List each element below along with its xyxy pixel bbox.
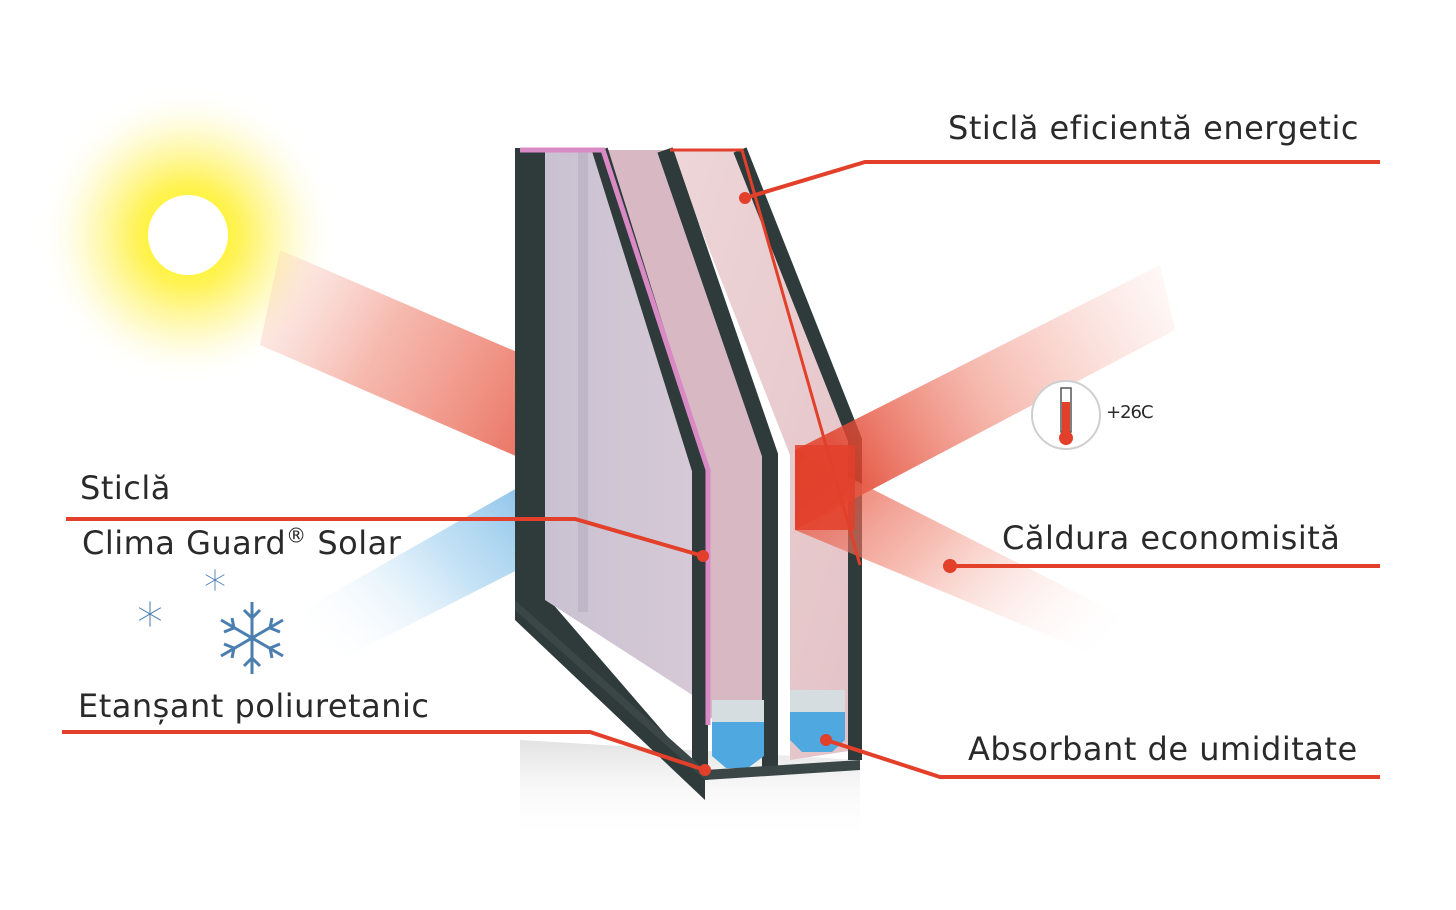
temperature-value: +26C bbox=[1106, 402, 1154, 423]
sun-icon bbox=[38, 85, 338, 385]
callout-line-climaguard bbox=[66, 517, 704, 558]
thermometer-icon bbox=[1031, 380, 1101, 450]
climaguard-brand: Clima Guard bbox=[82, 524, 287, 562]
label-energy-glass: Sticlă eficientă energetic bbox=[948, 109, 1359, 147]
snowflake-icon bbox=[138, 569, 284, 674]
label-climaguard: Clima Guard® Solar bbox=[82, 524, 402, 562]
callout-line-energy-glass bbox=[744, 160, 1380, 200]
reflected-heat-beam-up bbox=[795, 265, 1175, 530]
label-sealant: Etanșant poliuretanic bbox=[78, 687, 430, 725]
callout-line-desiccant bbox=[825, 738, 1380, 779]
label-saved-heat: Căldura economisită bbox=[1002, 519, 1341, 557]
registered-mark: ® bbox=[286, 523, 307, 548]
label-desiccant: Absorbant de umiditate bbox=[968, 730, 1358, 768]
callout-line-sealant bbox=[62, 730, 706, 772]
label-glass: Sticlă bbox=[80, 469, 171, 507]
window-cross-section bbox=[515, 147, 862, 800]
climaguard-suffix: Solar bbox=[306, 524, 402, 562]
